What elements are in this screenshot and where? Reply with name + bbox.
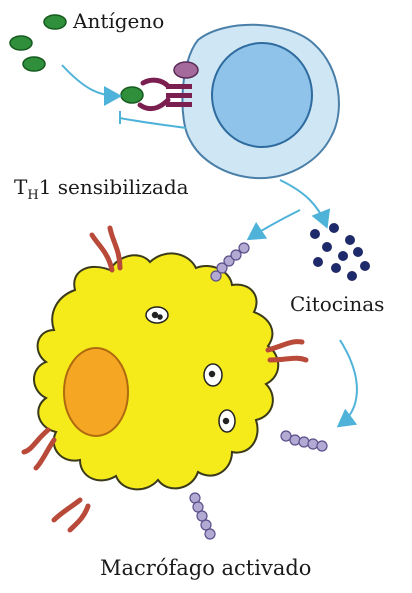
antigen-particle — [44, 15, 66, 29]
antigen-particle — [23, 57, 45, 71]
feedback-line — [120, 118, 186, 128]
secretion-arrow-2 — [250, 210, 300, 238]
receptor-complex — [140, 80, 192, 108]
th1-label: TH1 sensibilizada — [14, 175, 189, 203]
th1-cell — [174, 25, 339, 178]
cytokine-dots — [310, 223, 370, 281]
antigen-label: Antígeno — [73, 9, 164, 33]
antigen-particle — [121, 87, 143, 103]
macrophage-label: Macrófago activado — [100, 556, 311, 580]
secretion-arrow — [280, 180, 326, 225]
macrophage — [34, 253, 278, 489]
cytokine-arrow — [340, 340, 357, 425]
th1-cell-nucleus — [212, 43, 312, 147]
cytokines-label: Citocinas — [290, 292, 384, 316]
antigen-arrow — [62, 65, 118, 96]
macrophage-nucleus — [64, 348, 128, 436]
surface-bump — [174, 62, 198, 78]
antigen-particle — [10, 36, 32, 50]
